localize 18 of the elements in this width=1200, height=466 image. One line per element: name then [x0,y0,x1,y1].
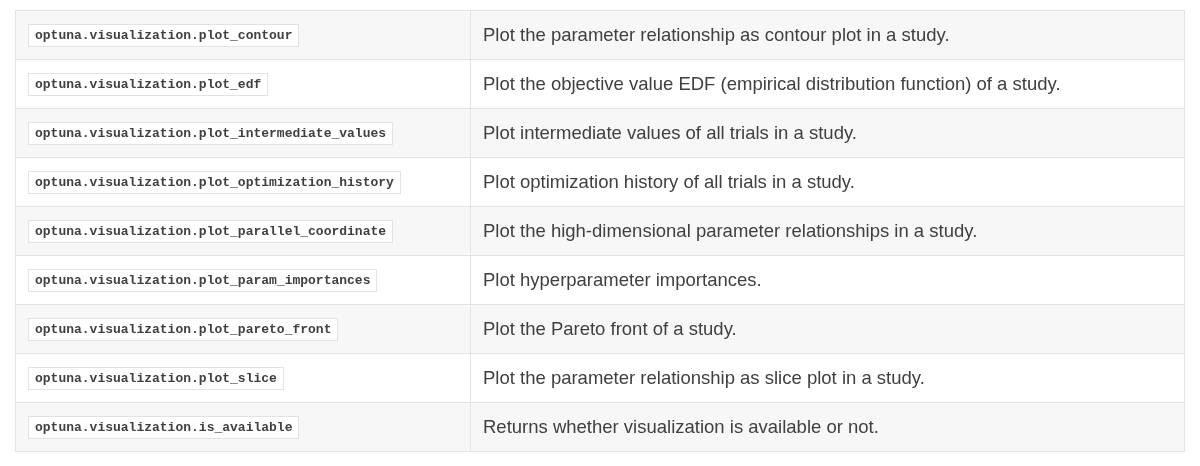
description-text: Plot the parameter relationship as contour plot in a study. [483,24,950,45]
function-name: optuna.visualization.plot_pareto_front [28,317,339,341]
description-text: Plot optimization history of all trials in a study. [483,171,855,192]
function-name: optuna.visualization.plot_optimization_history [28,170,401,194]
function-name: optuna.visualization.plot_param_importances [28,268,378,292]
description-text: Plot the objective value EDF (empirical distribution function) of a study. [483,73,1061,94]
description-text: Plot intermediate values of all trials in a study. [483,122,857,143]
function-name: optuna.visualization.plot_contour [28,23,300,47]
function-name: optuna.visualization.plot_slice [28,366,284,390]
description-text: Returns whether visualization is available or not. [483,416,879,437]
description-text: Plot the Pareto front of a study. [483,318,737,339]
description-text: Plot hyperparameter importances. [483,269,762,290]
function-name: optuna.visualization.plot_intermediate_values [28,121,394,145]
description-text: Plot the parameter relationship as slice plot in a study. [483,367,925,388]
function-name: optuna.visualization.plot_parallel_coordinate [28,219,394,243]
function-name: optuna.visualization.is_available [28,415,300,439]
function-name: optuna.visualization.plot_edf [28,72,269,96]
description-text: Plot the high-dimensional parameter relationships in a study. [483,220,978,241]
